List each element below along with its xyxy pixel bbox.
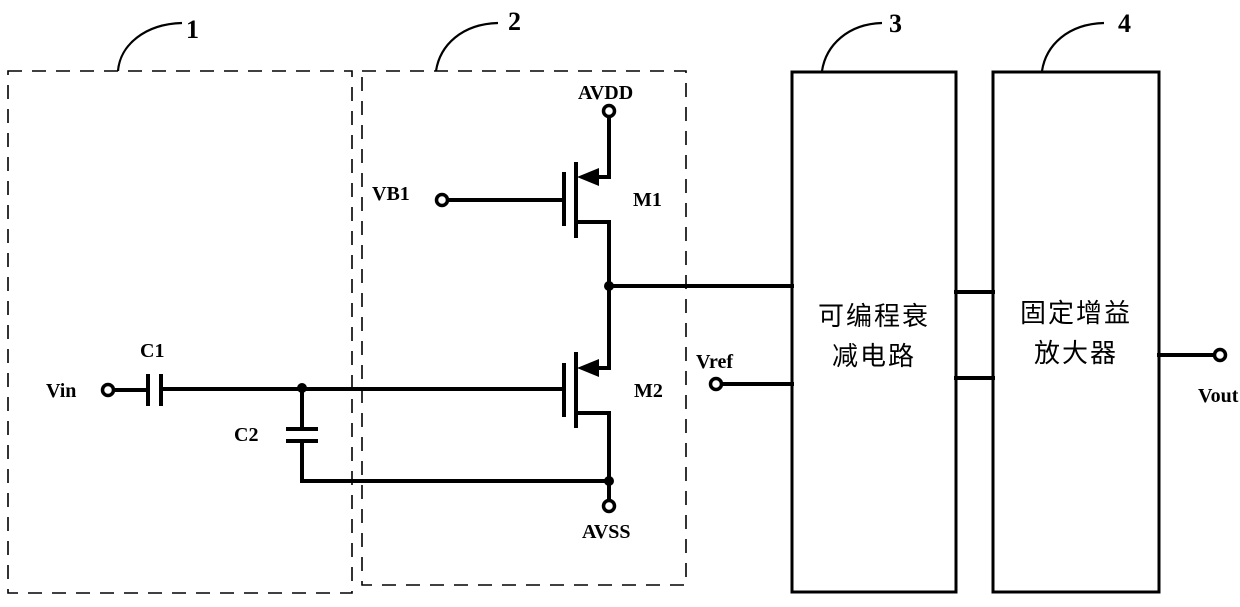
block-4-amplifier [991,70,1161,594]
block-4-label-line-1: 固定增益 [1020,299,1132,329]
block-3-label-line-2: 减电路 [832,342,916,372]
block-2-leader-line [434,21,499,72]
c1-label: C1 [140,340,164,362]
block-3-label-line-1: 可编程衰 [818,302,930,332]
block-3-number: 3 [889,9,902,38]
vin-terminal [100,382,116,398]
block-2-number: 2 [508,7,521,36]
block-4-number: 4 [1118,9,1131,38]
m1-label: M1 [633,189,662,211]
vout-label: Vout [1198,385,1239,407]
vb1-label: VB1 [372,183,410,205]
vin-label: Vin [46,380,76,402]
m2-label: M2 [634,380,663,402]
vref-label: Vref [696,351,733,373]
m2-arrow-icon [577,359,599,377]
block-2-boundary [361,70,687,586]
c2-label: C2 [234,424,258,446]
vb1-terminal [434,192,450,208]
m1-arrow-icon [577,168,599,186]
block-3-attenuator [790,70,958,594]
block-4-label-line-2: 放大器 [1034,339,1118,369]
avss-terminal [601,498,617,514]
avss-label: AVSS [582,521,631,543]
block-3-leader-line [820,21,883,72]
block-1-number: 1 [186,15,199,44]
avdd-label: AVDD [578,82,633,104]
avdd-terminal [601,103,617,119]
block-1-leader-line [116,21,183,72]
vref-terminal [708,376,724,392]
block-1-boundary [7,70,353,594]
block-4-leader-line [1040,21,1105,72]
vout-terminal [1212,347,1228,363]
